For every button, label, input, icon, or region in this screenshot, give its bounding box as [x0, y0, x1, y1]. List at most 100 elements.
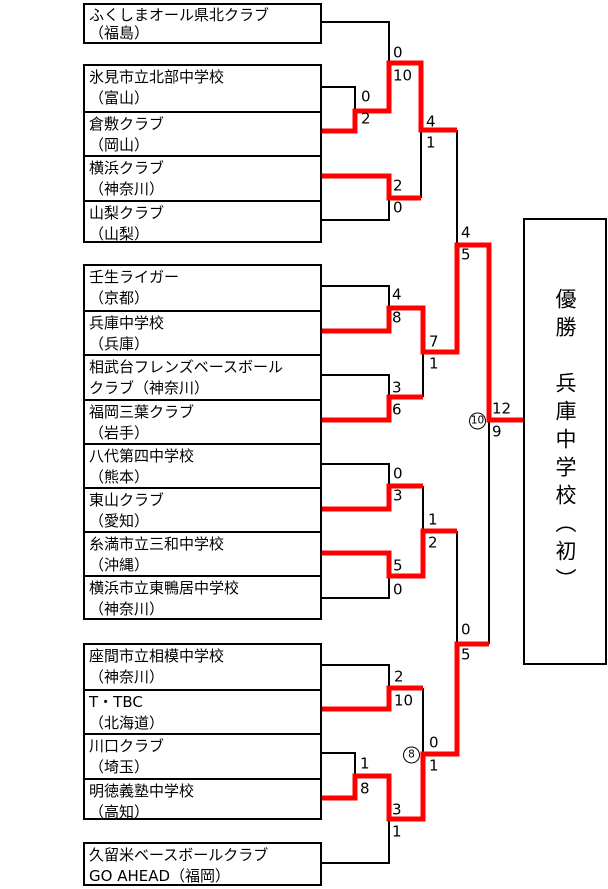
winner-path-ttbc — [322, 685, 423, 712]
team-name: 東山クラブ — [89, 490, 165, 509]
team-name: ふくしまオール県北クラブ — [89, 6, 270, 24]
line-sobudai — [322, 374, 390, 397]
score-final-bottom: 9 — [492, 422, 502, 441]
score-r16c-bottom: 8 — [392, 308, 402, 327]
score-final-top: 12 — [492, 399, 512, 418]
team-cell-higashikamoi: 横浜市立東鴨居中学校 （神奈川） — [85, 575, 320, 619]
winner-path-higashiyama — [322, 483, 423, 512]
winner-path-fukuoka-mitsuba — [322, 394, 423, 423]
team-name: 横浜クラブ — [89, 159, 165, 178]
team-group-5: 久留米ベースボールクラブ GO AHEAD（福岡） — [83, 842, 322, 886]
team-cell-fukuoka-mitsuba: 福岡三葉クラブ （岩手） — [85, 398, 320, 443]
team-region: （神奈川） — [89, 600, 165, 619]
team-region: （山梨） — [89, 225, 150, 244]
team-cell-hyogo: 兵庫中学校 （兵庫） — [85, 310, 320, 354]
line-yatsushiro — [322, 463, 390, 486]
team-region: （埼玉） — [89, 758, 150, 777]
team-cell-itoman: 糸満市立三和中学校 （沖縄） — [85, 531, 320, 575]
score-qfb-bottom: 1 — [429, 354, 439, 373]
team-name: 糸満市立三和中学校 — [89, 535, 225, 554]
team-cell-yamanashi: 山梨クラブ （山梨） — [85, 200, 320, 245]
score-r16e-bottom: 3 — [393, 486, 403, 505]
team-cell-meitoku: 明徳義塾中学校 （高知） — [85, 777, 320, 822]
score-qfb-top: 7 — [429, 332, 439, 351]
team-cell-sobudai: 相武台フレンズベースボール クラブ（神奈川） — [85, 354, 320, 398]
winner-path-hyogo — [322, 242, 523, 423]
score-qfa-bottom: 1 — [426, 133, 436, 152]
score-sfb-bottom: 5 — [461, 645, 471, 664]
team-region: （岡山） — [89, 135, 150, 154]
champion-box: 優勝 兵庫中学校（初） — [523, 218, 607, 665]
team-cell-kurume: 久留米ベースボールクラブ GO AHEAD（福岡） — [85, 844, 320, 887]
team-name: 福岡三葉クラブ — [89, 402, 195, 421]
line-kawaguchi — [322, 752, 356, 776]
team-region: （熊本） — [89, 467, 150, 486]
team-name: T・TBC — [89, 693, 143, 712]
score-r16h-bottom: 1 — [392, 822, 402, 841]
champion-label: 優勝 兵庫中学校（初） — [553, 287, 577, 596]
score-r16d-top: 3 — [392, 378, 402, 397]
score-r1b-top: 1 — [360, 754, 370, 773]
winner-path-itoman — [322, 528, 457, 579]
winner-path-yokohama — [322, 173, 421, 201]
team-region: （岩手） — [89, 423, 150, 442]
score-qfd-bottom: 1 — [429, 756, 439, 775]
team-group-3: 壬生ライガー （京都） 兵庫中学校 （兵庫） 相武台フレンズベースボール クラブ… — [83, 264, 322, 620]
team-cell-fukushima: ふくしまオール県北クラブ （福島） — [85, 5, 320, 42]
line-higashikamoi — [322, 576, 390, 599]
team-region: （兵庫） — [89, 335, 150, 354]
team-group-2: 氷見市立北部中学校 （富山） 倉敷クラブ （岡山） 横浜クラブ （神奈川） 山梨… — [83, 64, 322, 243]
team-name: 兵庫中学校 — [89, 314, 165, 333]
line-fukushima — [322, 21, 390, 63]
team-cell-kurashiki: 倉敷クラブ （岡山） — [85, 110, 320, 156]
score-qfc-bottom: 2 — [428, 533, 438, 552]
score-r16c-top: 4 — [392, 285, 402, 304]
team-region: （神奈川） — [89, 180, 165, 199]
score-r16d-bottom: 6 — [392, 400, 402, 419]
team-cell-ttbc: T・TBC （北海道） — [85, 689, 320, 733]
score-r1a-bottom: 2 — [361, 109, 371, 128]
team-name: 倉敷クラブ — [89, 114, 165, 133]
team-name: 横浜市立東鴨居中学校 — [89, 579, 240, 598]
winner-path-kurashiki — [322, 60, 457, 134]
team-name: 八代第四中学校 — [89, 446, 195, 465]
team-group-4: 座間市立相模中学校 （神奈川） T・TBC （北海道） 川口クラブ （埼玉） 明… — [83, 643, 322, 822]
team-region: （福島） — [89, 24, 150, 42]
team-region: クラブ（神奈川） — [89, 379, 210, 398]
team-region: （沖縄） — [89, 556, 150, 575]
team-region: （愛知） — [89, 511, 150, 530]
winner-path-meitoku — [322, 641, 489, 822]
team-cell-zama: 座間市立相模中学校 （神奈川） — [85, 645, 320, 689]
score-qfd-top: 0 — [429, 733, 439, 752]
game-number-badge-10: 10 — [469, 412, 486, 430]
score-r1b-bottom: 8 — [360, 779, 370, 798]
team-region: （京都） — [89, 289, 150, 307]
team-region: （北海道） — [89, 714, 165, 733]
team-name: 壬生ライガー — [89, 268, 180, 286]
score-qfa-top: 4 — [426, 112, 436, 131]
team-group-1: ふくしまオール県北クラブ （福島） — [83, 3, 322, 44]
score-r16f-top: 5 — [393, 556, 403, 575]
team-region: （神奈川） — [89, 668, 165, 686]
score-r16a-bottom: 10 — [393, 66, 413, 85]
score-r16g-top: 2 — [394, 667, 404, 686]
team-region: （富山） — [89, 89, 150, 107]
game-number-badge-8: 8 — [403, 746, 420, 764]
team-region: GO AHEAD（福岡） — [89, 867, 231, 885]
line-himi — [322, 86, 356, 111]
line-zama — [322, 664, 390, 688]
score-qfc-top: 1 — [428, 510, 438, 529]
team-name: 明徳義塾中学校 — [89, 781, 195, 800]
team-cell-mibu: 壬生ライガー （京都） — [85, 266, 320, 310]
score-r16f-bottom: 0 — [393, 580, 403, 599]
score-r16b-top: 2 — [393, 176, 403, 195]
team-name: 久留米ベースボールクラブ — [89, 846, 269, 864]
score-sfa-bottom: 5 — [461, 245, 471, 264]
line-yamanashi — [322, 198, 390, 221]
score-r16g-bottom: 10 — [394, 691, 414, 710]
team-name: 氷見市立北部中学校 — [89, 68, 225, 86]
score-r16h-top: 3 — [392, 800, 402, 819]
team-cell-himi: 氷見市立北部中学校 （富山） — [85, 66, 320, 111]
